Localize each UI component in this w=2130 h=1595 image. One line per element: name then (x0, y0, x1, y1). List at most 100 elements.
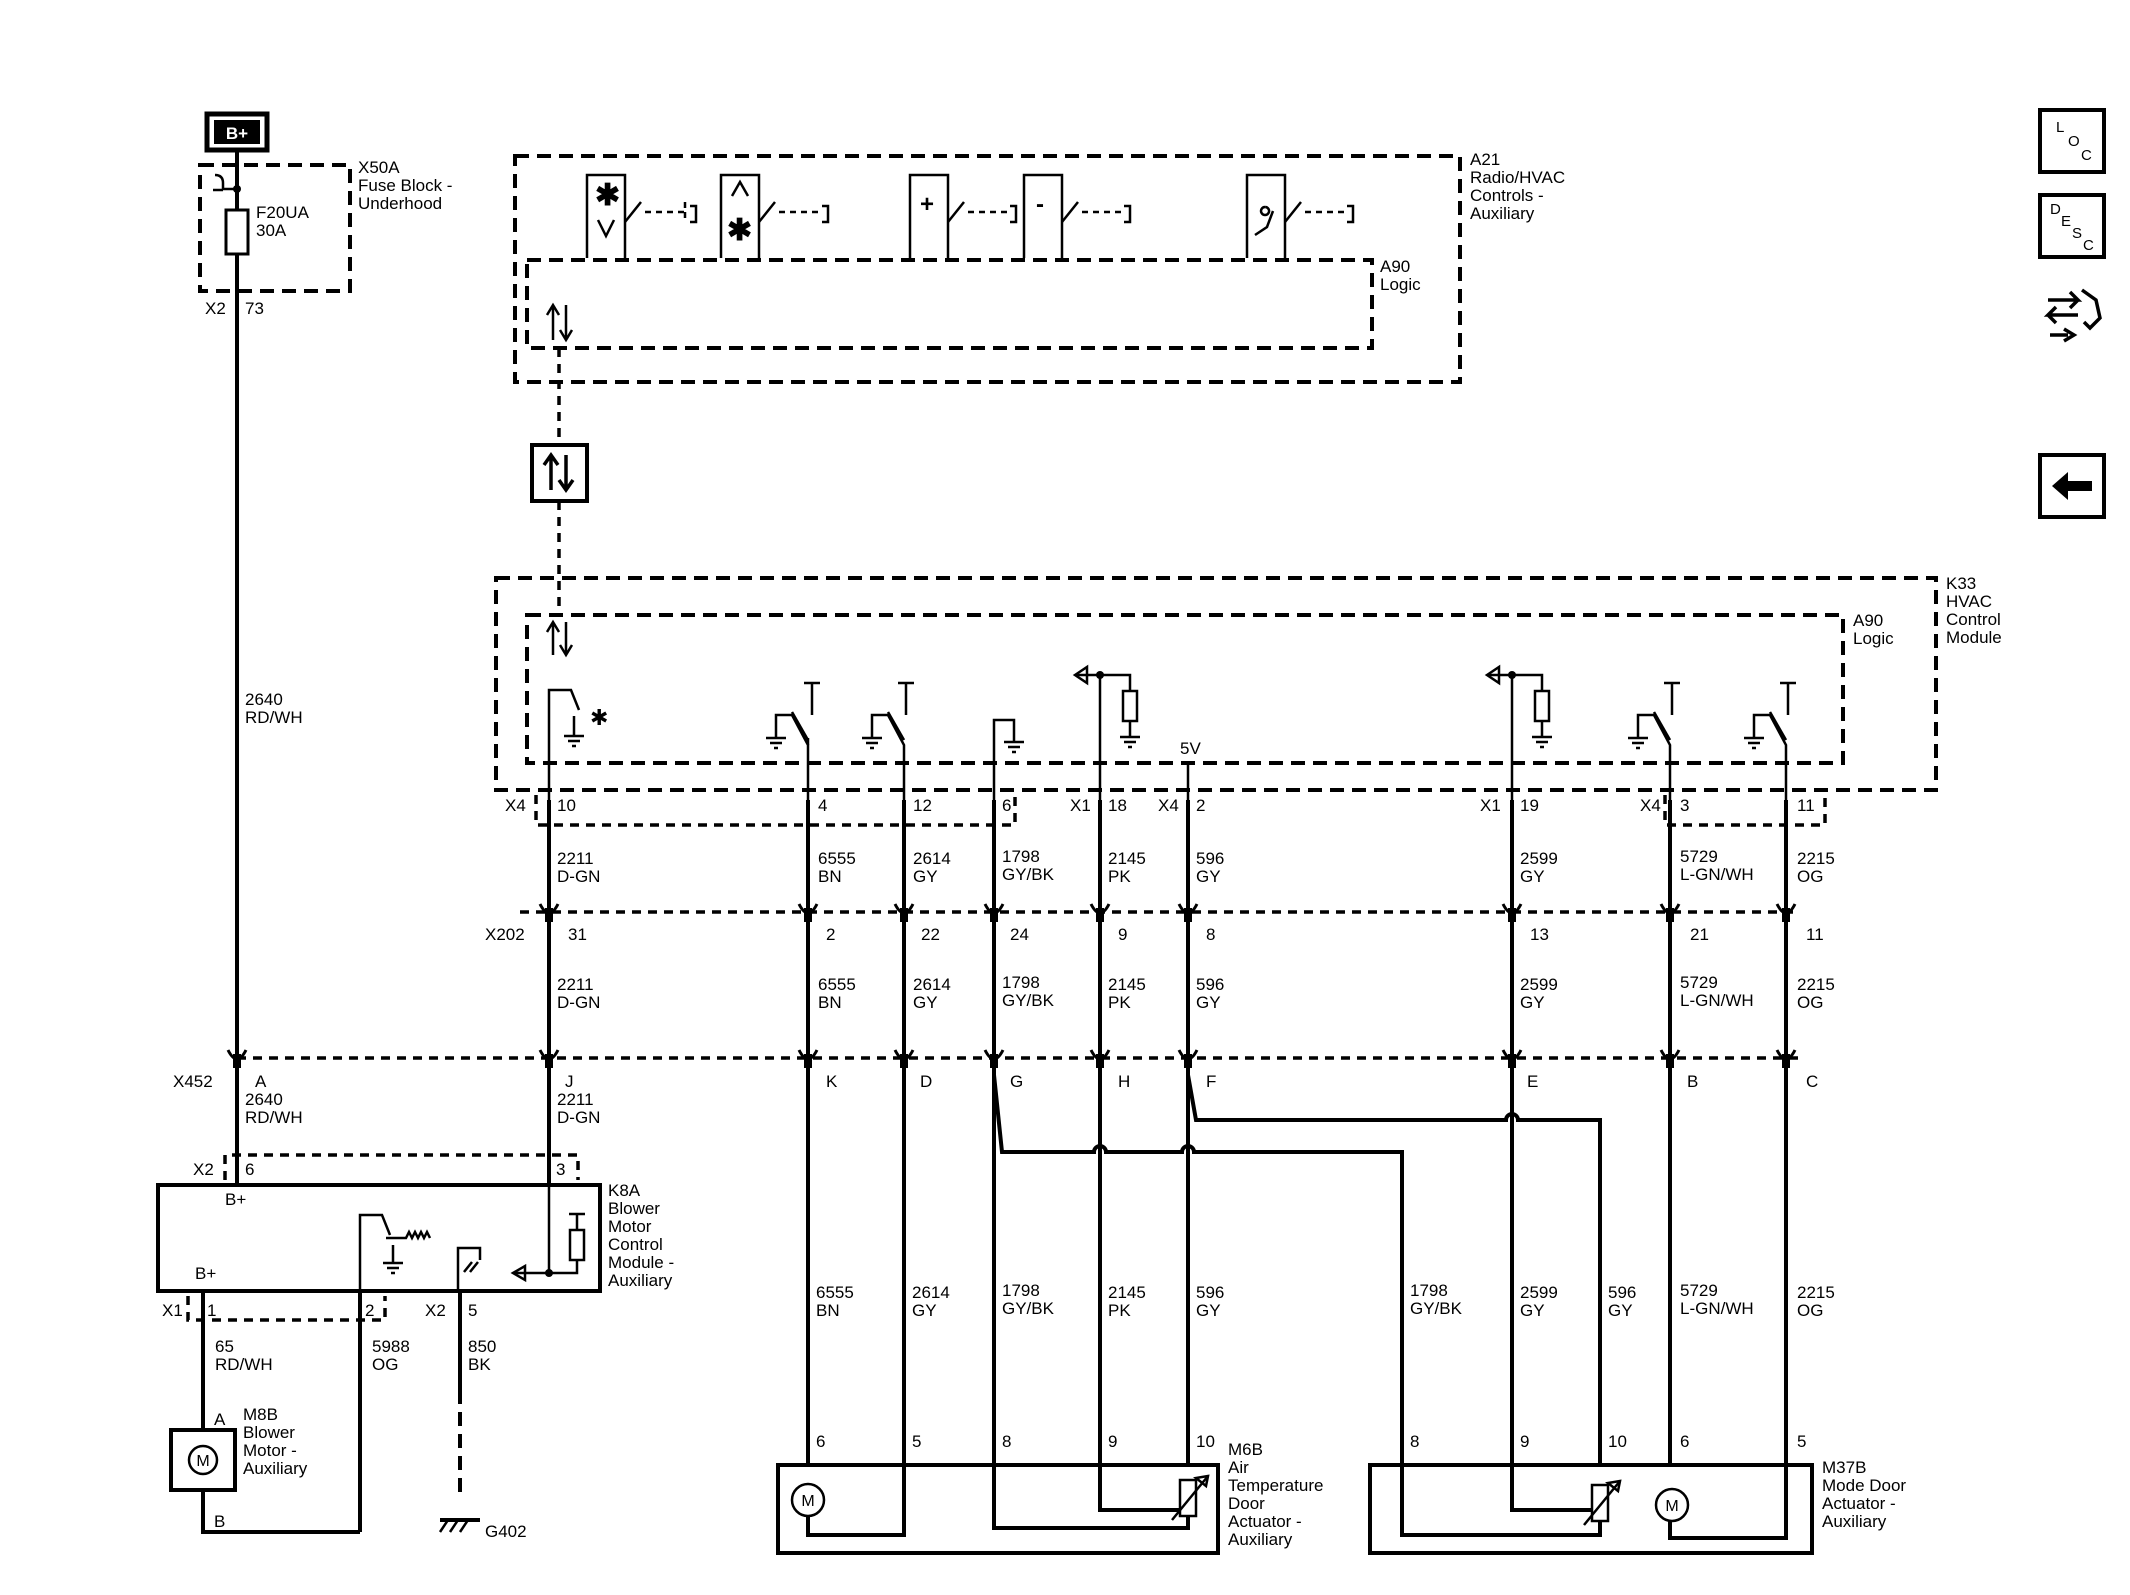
serial-data-link-icon (530, 443, 589, 503)
svg-text:2599: 2599 (1520, 849, 1558, 868)
diagnostic-procedure-icon[interactable] (2043, 288, 2102, 343)
location-view-button[interactable]: L O C (2038, 108, 2106, 174)
k8a-in-circuit: 2211 (557, 1090, 594, 1109)
conductors (547, 800, 1788, 1465)
svg-text:X1: X1 (1070, 796, 1091, 815)
ground-name: G402 (485, 1522, 527, 1541)
temp-up-switch: + (908, 173, 1018, 258)
svg-text:X4: X4 (1158, 796, 1179, 815)
5v-reference: 5V (1180, 739, 1201, 758)
back-button[interactable] (2038, 453, 2106, 519)
svg-text:S: S (2072, 225, 2082, 242)
svg-text:Auxiliary: Auxiliary (1822, 1512, 1887, 1531)
svg-text:X1: X1 (162, 1301, 183, 1320)
module-k8a-blower-motor-control: X2 6 3 B+ B+ K8A Blower Motor Control Mo… (156, 1050, 674, 1293)
svg-text:5729: 5729 (1680, 847, 1718, 866)
fan-speed-up-switch: ✱ (719, 173, 830, 258)
svg-text:GY/BK: GY/BK (1410, 1299, 1463, 1318)
k8a-in-color: D-GN (557, 1108, 600, 1127)
svg-text:4: 4 (818, 796, 827, 815)
svg-text:PK: PK (1108, 1301, 1131, 1320)
position-sensor (1590, 1483, 1610, 1523)
svg-text:2614: 2614 (912, 1283, 950, 1302)
svg-text:A: A (255, 1072, 267, 1091)
svg-text:2145: 2145 (1108, 1283, 1146, 1302)
svg-text:2: 2 (365, 1301, 374, 1320)
k33-input-12 (862, 681, 914, 800)
svg-text:D-GN: D-GN (557, 993, 600, 1012)
svg-text:10: 10 (557, 796, 576, 815)
svg-text:GY/BK: GY/BK (1002, 1299, 1055, 1318)
svg-text:2145: 2145 (1108, 849, 1146, 868)
k33-desc3: Module (1946, 628, 2002, 647)
svg-text:GY: GY (913, 867, 938, 886)
svg-text:BN: BN (818, 867, 842, 886)
svg-text:B+: B+ (225, 1190, 246, 1209)
fan-speed-down-switch: ✱ (585, 173, 698, 258)
svg-text:GY: GY (913, 993, 938, 1012)
position-sensor (1178, 1478, 1198, 1518)
svg-text:850: 850 (468, 1337, 496, 1356)
x202-pin-labels: 31 2 22 24 9 8 13 21 11 (568, 925, 1824, 944)
svg-text:L-GN/WH: L-GN/WH (1680, 991, 1754, 1010)
svg-text:9: 9 (1118, 925, 1127, 944)
blower-speed-signal-output: ✱ (547, 688, 608, 800)
svg-text:Motor -: Motor - (243, 1441, 297, 1460)
k33-desc2: Control (1946, 610, 2001, 629)
svg-text:Blower: Blower (243, 1423, 295, 1442)
mode-switch (1245, 173, 1355, 258)
svg-text:BN: BN (816, 1301, 840, 1320)
svg-text:H: H (1118, 1072, 1130, 1091)
svg-text:2599: 2599 (1520, 1283, 1558, 1302)
motor-symbol: M (1665, 1498, 1678, 1515)
battery-power-source: B+ (204, 111, 270, 153)
svg-text:2: 2 (826, 925, 835, 944)
k33-input-19 (1484, 664, 1552, 800)
svg-text:65: 65 (215, 1337, 234, 1356)
svg-text:24: 24 (1010, 925, 1029, 944)
svg-text:L-GN/WH: L-GN/WH (1680, 865, 1754, 884)
svg-text:D: D (2050, 201, 2061, 218)
k33-input-3 (1628, 681, 1680, 800)
svg-text:Air: Air (1228, 1458, 1249, 1477)
svg-text:X2: X2 (425, 1301, 446, 1320)
svg-text:GY: GY (1520, 1301, 1545, 1320)
svg-text:Control: Control (608, 1235, 663, 1254)
svg-text:10: 10 (1196, 1432, 1215, 1451)
svg-text:6: 6 (1002, 796, 1011, 815)
svg-text:C: C (2081, 147, 2092, 164)
svg-text:1798: 1798 (1002, 847, 1040, 866)
svg-text:GY: GY (912, 1301, 937, 1320)
svg-text:10: 10 (1608, 1432, 1627, 1451)
plus-icon: + (920, 191, 934, 218)
svg-text:OG: OG (1797, 993, 1823, 1012)
svg-text:3: 3 (1680, 796, 1689, 815)
svg-text:2215: 2215 (1797, 849, 1835, 868)
svg-text:Mode Door: Mode Door (1822, 1476, 1906, 1495)
svg-text:12: 12 (913, 796, 932, 815)
k33-name: K33 (1946, 574, 1976, 593)
svg-text:B: B (1687, 1072, 1698, 1091)
fuse-block-name: X50A (358, 158, 400, 177)
svg-text:BN: BN (818, 993, 842, 1012)
fuse-block-pin: 73 (245, 299, 264, 318)
fan-icon: ✱ (595, 179, 620, 212)
a21-logic-desc: Logic (1380, 275, 1421, 294)
svg-text:L: L (2056, 119, 2064, 136)
description-view-button[interactable]: D E S C (2038, 193, 2106, 259)
a21-logic-name: A90 (1380, 257, 1410, 276)
motor-symbol: M (196, 1453, 209, 1470)
svg-text:B: B (214, 1512, 225, 1531)
k8a-feed-color: RD/WH (245, 1108, 303, 1127)
svg-text:GY: GY (1520, 867, 1545, 886)
svg-text:GY: GY (1196, 993, 1221, 1012)
svg-text:GY: GY (1608, 1301, 1633, 1320)
svg-text:2614: 2614 (913, 975, 951, 994)
svg-text:Auxiliary: Auxiliary (608, 1271, 673, 1290)
svg-text:596: 596 (1608, 1283, 1636, 1302)
fuse-name: F20UA (256, 203, 310, 222)
svg-text:Actuator -: Actuator - (1228, 1512, 1302, 1531)
svg-text:8: 8 (1206, 925, 1215, 944)
